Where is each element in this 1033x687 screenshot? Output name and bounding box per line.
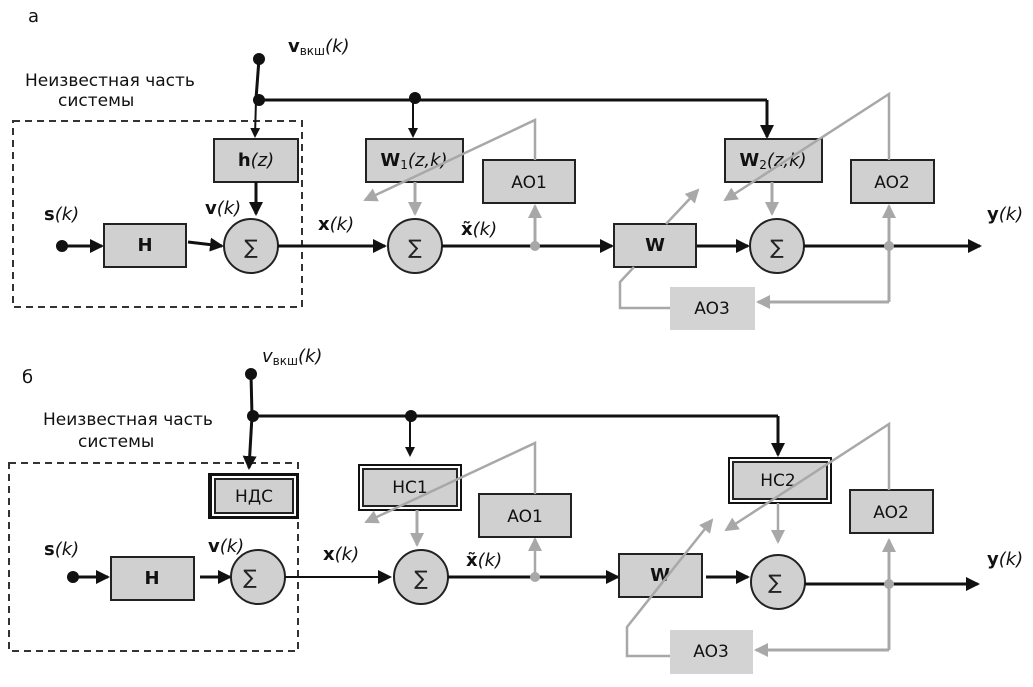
neural-compensator-ns2-block <box>732 461 828 500</box>
y-label: y(k) <box>987 204 1023 225</box>
panel-a-label: а <box>28 6 39 27</box>
neural-noise-model-block <box>214 478 294 514</box>
ao2-label: AO2 <box>873 503 909 523</box>
unknown-part-label-line2: системы <box>58 91 134 111</box>
noise-wire <box>254 58 261 100</box>
adaptive-algorithm-ao1-block <box>478 493 572 538</box>
panel-b: б Неизвестная часть системы vвкш(k) НДС … <box>8 346 1023 674</box>
v-label: v(k) <box>208 536 244 557</box>
summer-2-symbol: ∑ <box>408 235 422 259</box>
adapt-ao3-arrow <box>625 518 714 658</box>
plant-block-h <box>110 556 195 601</box>
x-label: x(k) <box>323 544 359 565</box>
noise-label: vвкш(k) <box>262 346 322 368</box>
nds-label: НДС <box>235 487 273 507</box>
ao3-label: AO3 <box>693 642 729 662</box>
panel-b-label: б <box>22 367 33 388</box>
ao1-label: AO1 <box>507 507 543 527</box>
xt-label: x̃(k) <box>466 550 502 571</box>
ns1-label: НС1 <box>392 478 427 498</box>
xt-label: x̃(k) <box>461 219 497 240</box>
summer-3-symbol: ∑ <box>770 235 784 259</box>
plant-block-h-label: H <box>144 568 159 589</box>
ao3-label: AO3 <box>694 299 730 319</box>
adaptive-algorithm-ao1-block <box>482 159 576 204</box>
summer-1 <box>230 549 286 605</box>
plant-block-h-label: H <box>137 235 152 256</box>
input-label: s(k) <box>44 204 79 225</box>
summer-3-symbol: ∑ <box>768 570 782 594</box>
wire-h-to-sum <box>187 237 224 252</box>
ao2-label: AO2 <box>874 173 910 193</box>
unknown-part-label-line2: системы <box>78 432 154 452</box>
compensator-w1-label: W1(z,k) <box>380 150 447 172</box>
unknown-part-label-line1: Неизвестная часть <box>43 410 213 430</box>
wire-to-nds <box>242 415 257 470</box>
summer-3 <box>750 554 806 610</box>
compensator-w2-block <box>724 138 823 183</box>
wire-to-hz <box>250 99 261 138</box>
unknown-system-boundary <box>12 120 303 308</box>
adapt-w-arrow <box>665 188 700 225</box>
noise-junction-node-2 <box>409 92 421 104</box>
noise-label: vвкш(k) <box>288 36 350 58</box>
noise-filter-label: h(z) <box>238 150 274 171</box>
panel-a: а Неизвестная часть системы vвкш(k) h(z)… <box>12 6 1023 330</box>
noise-wire <box>249 373 254 417</box>
adapt-ao2-to-w2 <box>723 91 891 202</box>
secondary-path-w-label: W <box>645 235 665 256</box>
secondary-path-w-block <box>613 223 697 268</box>
unknown-system-boundary <box>8 462 299 652</box>
v-label: v(k) <box>205 198 241 219</box>
compensator-w1-block <box>365 138 464 183</box>
ns2-label: НС2 <box>760 471 795 491</box>
adaptive-algorithm-ao3-block <box>670 630 753 674</box>
adaptive-algorithm-ao2-block <box>850 159 935 204</box>
summer-1-symbol: ∑ <box>243 565 257 589</box>
adapt-ao1-to-w1 <box>363 118 537 202</box>
y-label: y(k) <box>987 549 1023 570</box>
plant-block-h <box>103 223 187 268</box>
adapt-ao1-to-ns1 <box>364 441 537 524</box>
secondary-path-w-block <box>618 553 703 598</box>
adapt-ao2-to-ns2 <box>724 421 891 532</box>
x-label: x(k) <box>318 214 354 235</box>
input-label: s(k) <box>44 539 79 560</box>
ao1-label: AO1 <box>511 173 547 193</box>
adaptive-algorithm-ao3-block <box>670 287 755 330</box>
adapt-ao3-to-w <box>618 266 670 310</box>
adaptive-algorithm-ao2-block <box>849 489 934 534</box>
summer-1-symbol: ∑ <box>244 235 258 259</box>
unknown-part-label-line1: Неизвестная часть <box>25 71 195 91</box>
summer-2-symbol: ∑ <box>414 566 428 590</box>
